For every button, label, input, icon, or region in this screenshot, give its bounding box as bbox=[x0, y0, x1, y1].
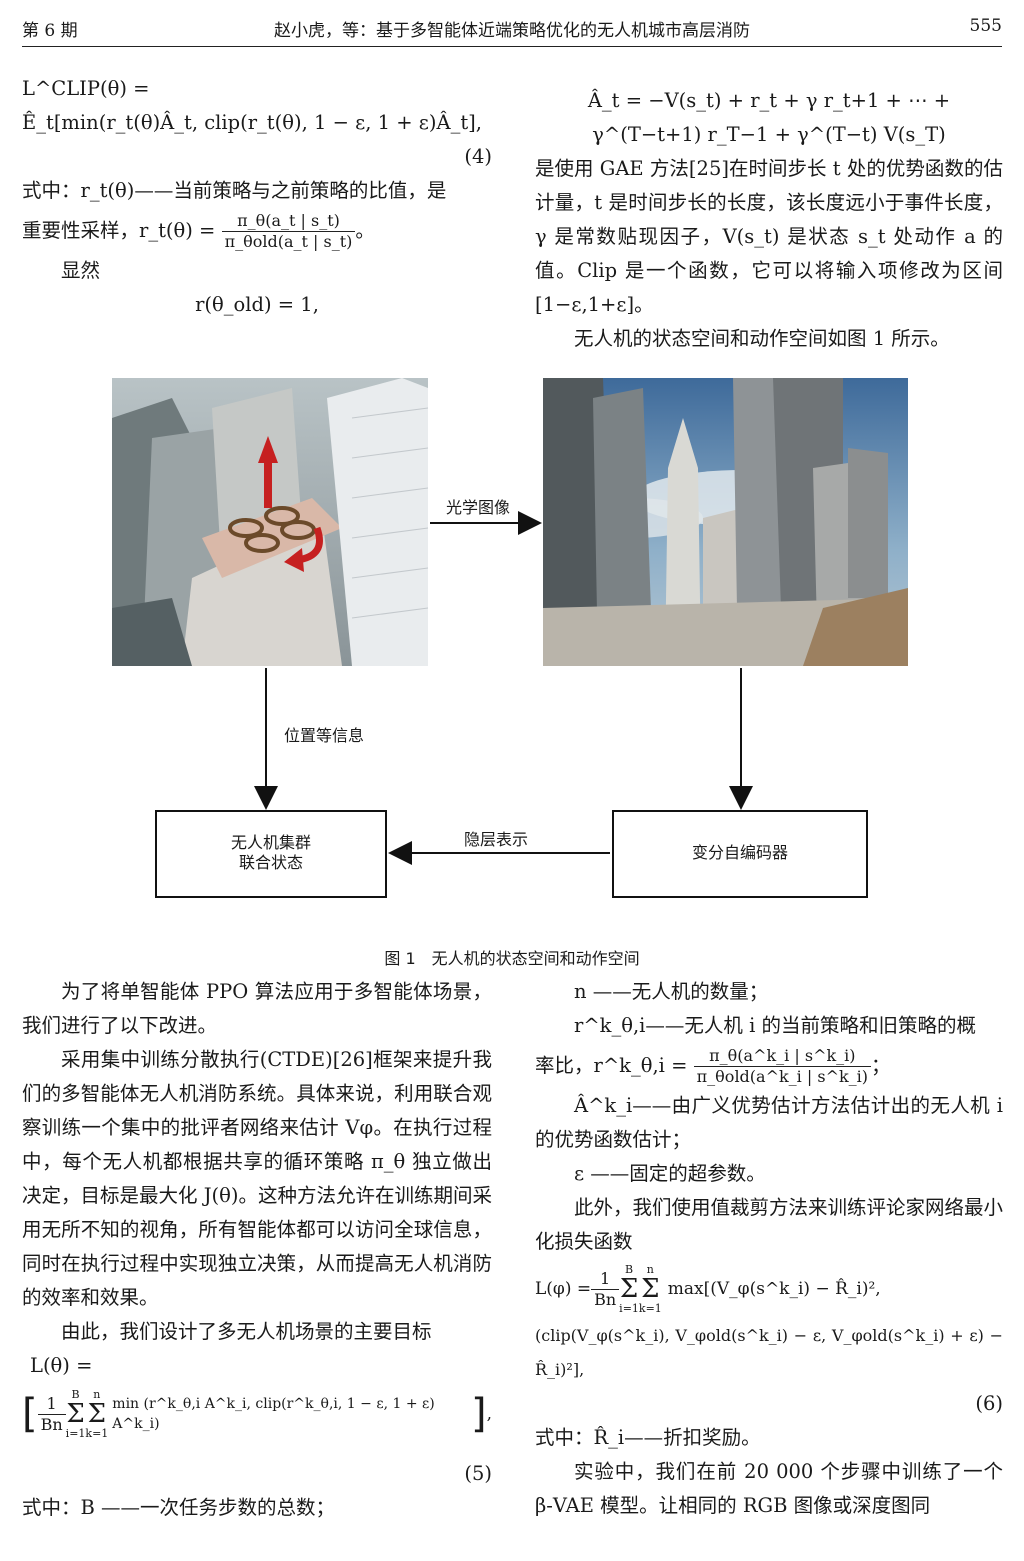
eq6-line1: L(φ) = 1 Bn B Σ i=1 n Σ k=1 max[(V_φ(s^k… bbox=[535, 1259, 1003, 1319]
gae-paragraph: 是使用 GAE 方法[25]在时间步长 t 处的优势函数的估计量，t 是时间步长… bbox=[535, 157, 1003, 316]
prob-ratio-fraction: π_θ(a^k_i | s^k_i) π_θold(a^k_i | s^k_i) bbox=[693, 1046, 872, 1087]
eq5-body-row: [ 1 Bn B Σ i=1 n Σ k=1 min (r^k_θ,i A^k_… bbox=[22, 1388, 492, 1440]
eq4-number: (4) bbox=[464, 145, 492, 168]
issue-number: 第 6 期 bbox=[22, 21, 78, 41]
sum-i-top: B bbox=[71, 1388, 80, 1401]
def-eps: ε ——固定的超参数。 bbox=[574, 1162, 766, 1185]
eq6-lhs: L(φ) = bbox=[535, 1279, 592, 1299]
def-r-line1: r^k_θ,i——无人机 i 的当前策略和旧策略的概 bbox=[574, 1014, 977, 1037]
figure-caption: 图 1 无人机的状态空间和动作空间 bbox=[384, 949, 640, 968]
critic-paragraph: 此外，我们使用值裁剪方法来训练评论家网络最小化损失函数 bbox=[535, 1196, 1004, 1253]
def-r-line2-text: 率比，r^k_θ,i = bbox=[535, 1054, 688, 1077]
figure-intro: 无人机的状态空间和动作空间如图 1 所示。 bbox=[574, 327, 950, 350]
adv-eq-line1: Â_t = −V(s_t) + r_t + γ r_t+1 + ⋯ + bbox=[587, 89, 951, 112]
def-n: n ——无人机的数量； bbox=[574, 980, 769, 1003]
def-rt-line2: 重要性采样，r_t(θ) = π_θ(a_t | s_t) π_θold(a_t… bbox=[22, 208, 492, 254]
ratio-fraction: π_θ(a_t | s_t) π_θold(a_t | s_t) bbox=[221, 211, 356, 252]
drone-city-image bbox=[112, 378, 428, 666]
eq5-frac-num: 1 bbox=[37, 1394, 66, 1415]
box-swarm-line1: 无人机集群 bbox=[230, 835, 311, 852]
sum-i-bottom: i=1 bbox=[65, 1427, 86, 1440]
box-vae-label: 变分自编码器 bbox=[691, 845, 788, 862]
ratio-numerator: π_θ(a_t | s_t) bbox=[221, 211, 356, 232]
sum-i: B Σ i=1 bbox=[65, 1388, 86, 1440]
label-position: 位置等信息 bbox=[284, 728, 365, 745]
r-old-eq: r(θ_old) = 1, bbox=[195, 293, 319, 316]
label-optical: 光学图像 bbox=[446, 500, 511, 517]
box-swarm-line2: 联合状态 bbox=[238, 855, 303, 872]
right-column-top: Â_t = −V(s_t) + r_t + γ r_t+1 + ⋯ + γ^(T… bbox=[535, 84, 1003, 356]
sum-k: n Σ k=1 bbox=[85, 1388, 109, 1440]
optical-skyline-image bbox=[543, 378, 908, 666]
eq6-sum-i: B Σ i=1 bbox=[619, 1263, 639, 1315]
eq5-lhs: L(θ) = bbox=[30, 1354, 93, 1377]
sum-k-top: n bbox=[93, 1388, 101, 1401]
figure-1: 光学图像 位置等信息 隐层表示 无人机集群 联合状态 变分自编码器 bbox=[0, 370, 1024, 970]
page-header: 第 6 期 赵小虎，等：基于多智能体近端策略优化的无人机城市高层消防 555 bbox=[22, 0, 1002, 47]
ppo-paragraph: 为了将单智能体 PPO 算法应用于多智能体场景，我们进行了以下改进。 bbox=[22, 980, 492, 1037]
eq6-sum-i-bottom: i=1 bbox=[619, 1302, 639, 1315]
eq6-frac-num: 1 bbox=[591, 1269, 620, 1290]
left-column-bottom: 为了将单智能体 PPO 算法应用于多智能体场景，我们进行了以下改进。 采用集中训… bbox=[22, 975, 492, 1525]
eq5-frac-den: Bn bbox=[40, 1414, 63, 1434]
experiment-paragraph: 实验中，我们在前 20 000 个步骤中训练了一个 β-VAE 模型。让相同的 … bbox=[535, 1460, 1003, 1517]
prob-ratio-num: π_θ(a^k_i | s^k_i) bbox=[693, 1046, 872, 1067]
right-column-bottom: n ——无人机的数量； r^k_θ,i——无人机 i 的当前策略和旧策略的概 率… bbox=[535, 975, 1003, 1523]
ctde-paragraph: 采用集中训练分散执行(CTDE)[26]框架来提升我们的多智能体无人机消防系统。… bbox=[22, 1048, 492, 1309]
eq6-body: max[(V_φ(s^k_i) − R̂_i)², bbox=[667, 1279, 881, 1299]
box-swarm-state: 无人机集群 联合状态 bbox=[155, 810, 387, 898]
def-R: 式中：R̂_i——折扣奖励。 bbox=[535, 1426, 761, 1449]
def-r-line2: 率比，r^k_θ,i = π_θ(a^k_i | s^k_i) π_θold(a… bbox=[535, 1043, 1003, 1089]
def-A: Â^k_i——由广义优势估计方法估计出的无人机 i 的优势函数估计； bbox=[535, 1094, 1003, 1151]
running-title: 赵小虎，等：基于多智能体近端策略优化的无人机城市高层消防 bbox=[274, 21, 750, 41]
objective-paragraph: 由此，我们设计了多无人机场景的主要目标 bbox=[61, 1320, 432, 1343]
eq6-number: (6) bbox=[975, 1392, 1003, 1415]
eq6-sum-k: n Σ k=1 bbox=[638, 1263, 662, 1315]
figure-arrows bbox=[254, 511, 753, 865]
def-rt2-text: 重要性采样，r_t(θ) = bbox=[22, 219, 216, 242]
eq6-line2: (clip(V_φ(s^k_i), V_φold(s^k_i) − ε, V_φ… bbox=[535, 1326, 1003, 1379]
def-rt: 式中：r_t(θ)——当前策略与之前策略的比值，是 bbox=[22, 179, 447, 202]
prob-ratio-den: π_θold(a^k_i | s^k_i) bbox=[696, 1067, 869, 1086]
eq6-sum-k-bottom: k=1 bbox=[638, 1302, 662, 1315]
eq5-number: (5) bbox=[464, 1462, 492, 1485]
eq4-line2: Ê_t[min(r_t(θ)Â_t, clip(r_t(θ), 1 − ε, 1… bbox=[22, 111, 482, 134]
box-vae: 变分自编码器 bbox=[612, 810, 868, 898]
ratio-denominator: π_θold(a_t | s_t) bbox=[224, 232, 353, 251]
label-hidden: 隐层表示 bbox=[464, 832, 529, 849]
eq6-sum-i-top: B bbox=[624, 1263, 634, 1276]
def-r-end: ； bbox=[871, 1054, 891, 1077]
sum-k-bottom: k=1 bbox=[85, 1427, 109, 1440]
page-number: 555 bbox=[969, 16, 1002, 36]
eq6-frac-den: Bn bbox=[594, 1289, 617, 1309]
eq6-sum-k-top: n bbox=[646, 1263, 654, 1276]
left-column-top: L^CLIP(θ) = Ê_t[min(r_t(θ)Â_t, clip(r_t(… bbox=[22, 72, 492, 322]
obviously-text: 显然 bbox=[61, 259, 101, 282]
eq5-body: min (r^k_θ,i A^k_i, clip(r^k_θ,i, 1 − ε,… bbox=[112, 1396, 435, 1432]
eq6-fraction: 1 Bn bbox=[591, 1269, 620, 1310]
adv-eq-line2: γ^(T−t+1) r_T−1 + γ^(T−t) V(s_T) bbox=[592, 123, 946, 146]
def-rt-end: 。 bbox=[355, 219, 375, 242]
eq5-fraction: 1 Bn bbox=[37, 1394, 66, 1435]
eq4-line1: L^CLIP(θ) = bbox=[22, 77, 150, 100]
def-B: 式中：B ——一次任务步数的总数； bbox=[22, 1496, 336, 1519]
